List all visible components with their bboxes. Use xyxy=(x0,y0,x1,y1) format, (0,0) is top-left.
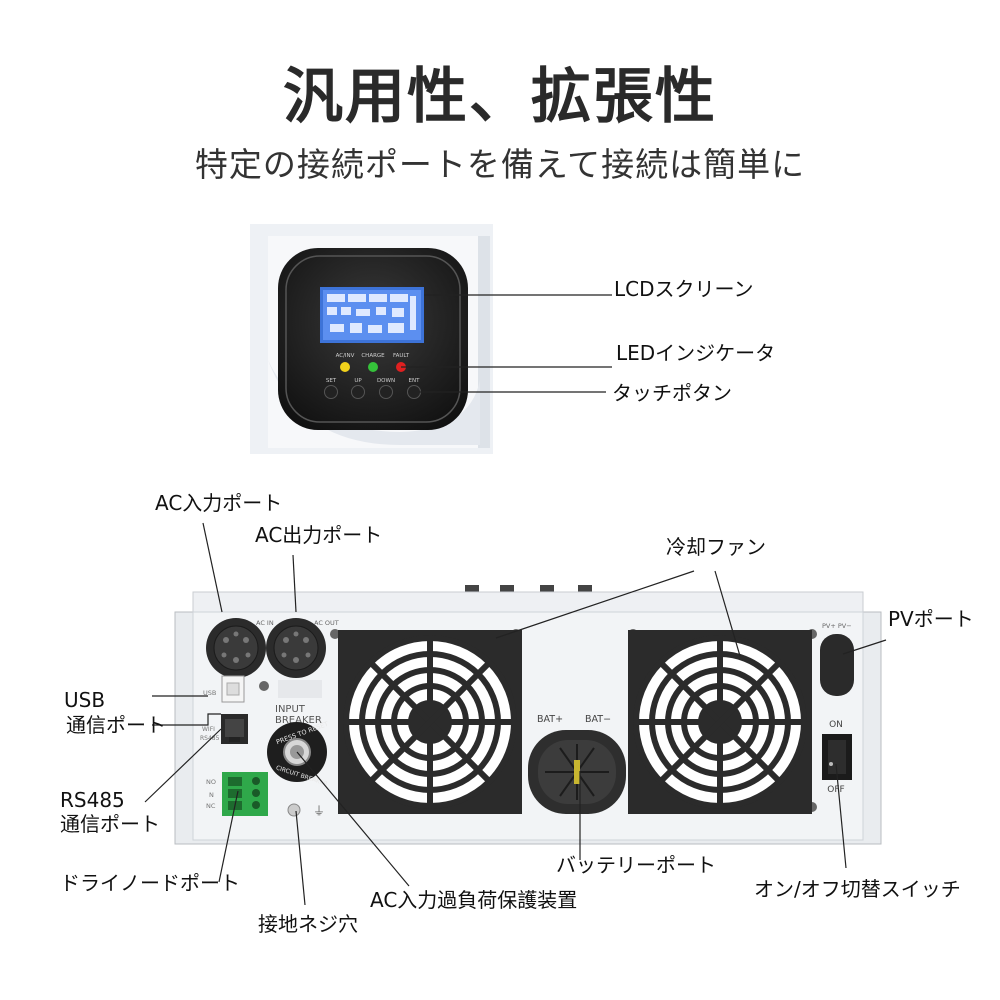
on-text: ON xyxy=(829,720,843,730)
usb-text: USB xyxy=(203,689,216,697)
page-title: 汎用性、拡張性 xyxy=(283,62,717,132)
dry-n-text: N xyxy=(209,791,214,799)
lcd-screen-label: LCDスクリーン xyxy=(614,277,754,301)
led-charge xyxy=(368,362,378,372)
set-button[interactable] xyxy=(324,385,338,399)
front-panel: AC/INV CHARGE FAULT SET UP DOWN ENT xyxy=(250,224,493,454)
btn-label-ent: ENT xyxy=(409,378,421,384)
pv-text: PV+ PV− xyxy=(822,622,852,630)
ac-out-text: AC OUT xyxy=(314,619,339,627)
fan-right xyxy=(628,630,812,814)
rs485-port-label-1: RS485 xyxy=(60,788,125,812)
ground-screw xyxy=(287,803,301,817)
off-text: OFF xyxy=(827,785,844,795)
btn-label-down: DOWN xyxy=(377,378,395,384)
page-subtitle: 特定の接続ポートを備えて接続は簡単に xyxy=(194,145,806,184)
usb-port-label-2: 通信ポート xyxy=(66,713,166,737)
wifi-text: WIFI xyxy=(202,726,215,733)
led-label-fault: FAULT xyxy=(393,353,410,359)
overload-protector-label: AC入力過負荷保護装置 xyxy=(370,888,578,912)
bat-plus-text: BAT+ xyxy=(537,714,563,725)
battery-port-label: バッテリーポート xyxy=(556,853,716,877)
rear-callout-lines xyxy=(144,522,887,906)
led-acinv xyxy=(340,362,350,372)
front-callout-lines xyxy=(401,294,612,393)
dry-no-text: NO xyxy=(206,778,216,786)
ac-output-port-label: AC出力ポート xyxy=(255,523,383,547)
fan-left xyxy=(338,630,522,814)
ac-in-text: AC IN xyxy=(256,619,274,627)
usb-port-label-1: USB xyxy=(64,688,106,712)
input-breaker-text-2: BREAKER xyxy=(275,715,322,726)
pv-port-label: PVポート xyxy=(888,607,974,631)
rs485-port-label-2: 通信ポート xyxy=(60,812,160,836)
led-label-charge: CHARGE xyxy=(361,353,385,359)
led-label-acinv: AC/INV xyxy=(336,353,355,359)
up-button[interactable] xyxy=(351,385,365,399)
rs485-text: RS485 xyxy=(200,735,220,742)
bat-minus-text: BAT− xyxy=(585,714,611,725)
ground-hole-label: 接地ネジ穴 xyxy=(258,912,358,936)
power-switch-label: オン/オフ切替スイッチ xyxy=(754,877,961,901)
dry-contact-label: ドライノードポート xyxy=(60,871,240,895)
cooling-fan-label: 冷却ファン xyxy=(666,535,766,559)
down-button[interactable] xyxy=(379,385,393,399)
pv-connector xyxy=(820,634,854,696)
ground-icon: ⏚ xyxy=(313,804,325,818)
rear-panel: AC IN AC OUT INPUT BREAKER USB WIFI RS48… xyxy=(174,585,882,845)
input-breaker-text-1: INPUT xyxy=(275,704,306,715)
ac-input-port-label: AC入力ポート xyxy=(155,491,283,515)
dry-nc-text: NC xyxy=(206,802,216,810)
led-indicator-label: LEDインジケータ xyxy=(616,341,776,365)
btn-label-up: UP xyxy=(354,378,362,384)
btn-label-set: SET xyxy=(326,378,337,384)
touch-button-label: タッチポタン xyxy=(612,381,732,405)
